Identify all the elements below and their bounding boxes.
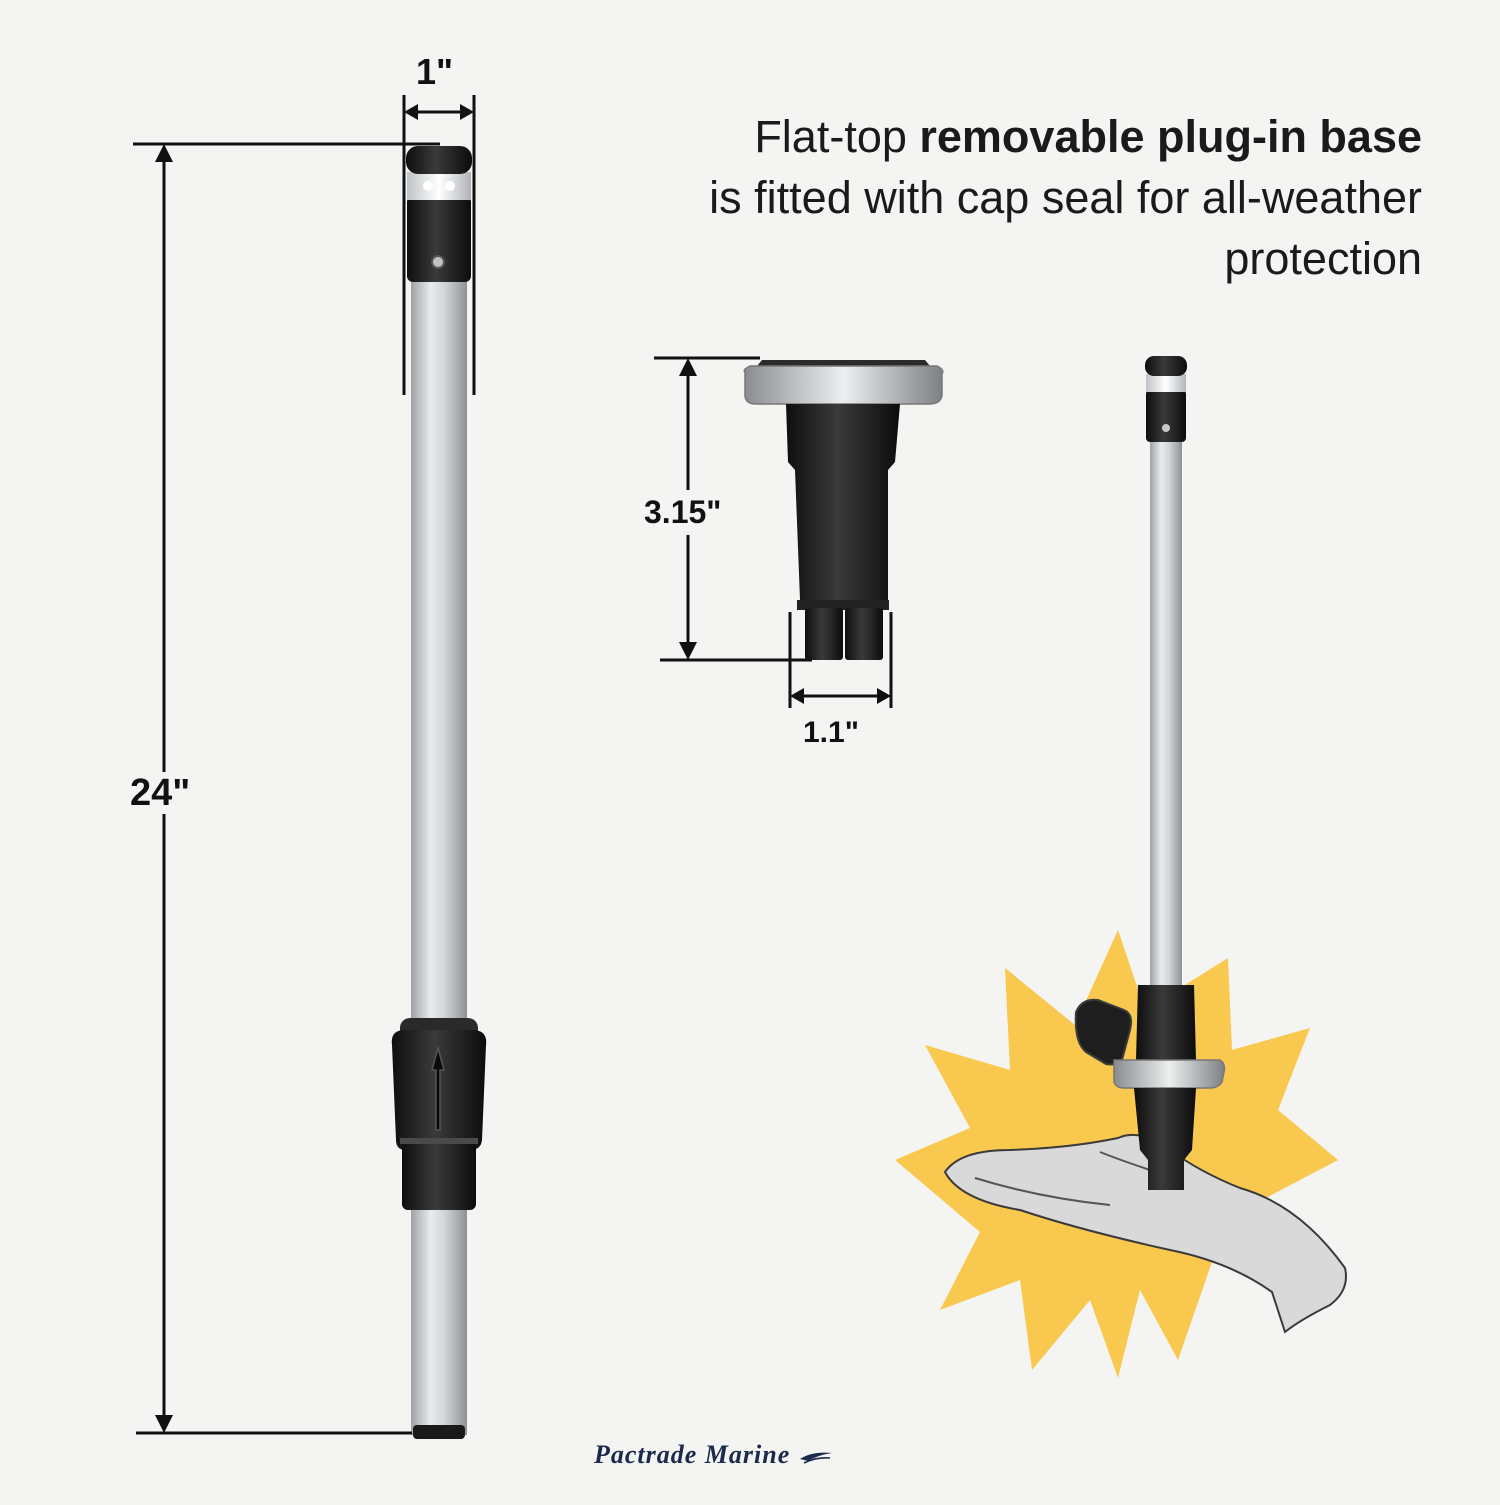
brand-name: Pactrade Marine	[594, 1440, 791, 1469]
boat-wave-icon	[799, 1452, 832, 1464]
arrow-up-icon	[431, 1045, 445, 1131]
base-height-label: 3.15"	[644, 494, 722, 530]
main-pole	[391, 146, 487, 1439]
hand-illustration	[943, 1134, 1347, 1334]
headline-emphasis: removable plug-in base	[919, 111, 1422, 162]
small-pole-assembly	[1074, 356, 1226, 1190]
pole-width-label: 1"	[416, 51, 454, 92]
feature-headline: Flat-top removable plug-in base is fitte…	[662, 106, 1422, 289]
headline-prefix: Flat-top	[754, 111, 920, 162]
plug-collar	[391, 1018, 487, 1210]
headline-rest: is fitted with cap seal for all-weather …	[709, 172, 1422, 284]
base-height-dimension	[654, 356, 812, 662]
pole-height-label: 24"	[130, 772, 191, 814]
brand-logo: Pactrade Marine	[594, 1440, 834, 1470]
base-width-label: 1.1"	[803, 716, 859, 750]
base-width-dimension	[788, 612, 893, 708]
light-head	[406, 146, 472, 282]
pole-tube	[411, 270, 467, 1435]
screw-icon	[431, 255, 445, 269]
pole-end-cap	[413, 1425, 465, 1439]
plug-in-base	[743, 360, 944, 660]
